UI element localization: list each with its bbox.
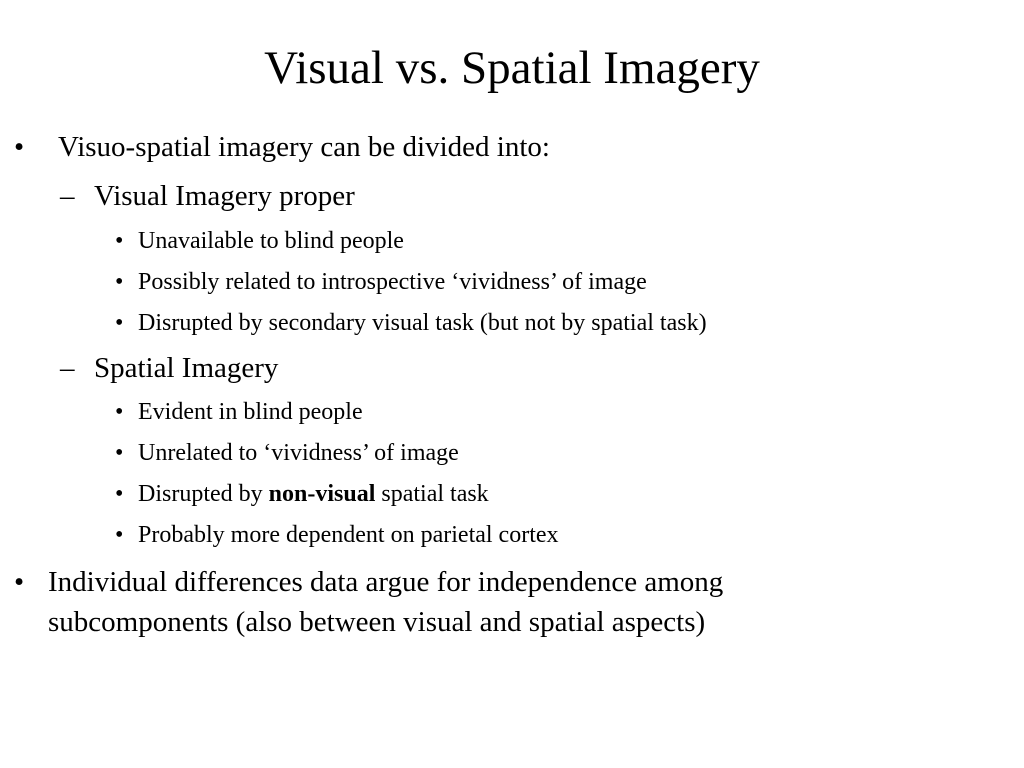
subitem-text: Spatial Imagery — [94, 352, 279, 384]
detail-text: Disrupted by secondary visual task (but … — [138, 310, 707, 336]
dash-marker: – — [60, 352, 75, 384]
detail-text: Unrelated to ‘vividness’ of image — [138, 440, 459, 466]
text-before: Disrupted by — [138, 481, 269, 507]
bullet-text-line-2: subcomponents (also between visual and s… — [48, 606, 706, 638]
bullet-marker: • — [115, 310, 124, 336]
detail-item: • Unrelated to ‘vividness’ of image — [115, 439, 995, 467]
bullet-item-visuo-spatial: • Visuo-spatial imagery can be divided i… — [14, 130, 994, 164]
bullet-marker: • — [14, 131, 25, 163]
dash-marker: – — [60, 180, 75, 212]
detail-text: Probably more dependent on parietal cort… — [138, 522, 559, 548]
bullet-marker: • — [115, 522, 124, 548]
bullet-marker: • — [115, 481, 124, 507]
slide-title: Visual vs. Spatial Imagery — [264, 42, 760, 94]
detail-text: Evident in blind people — [138, 399, 363, 425]
bullet-marker: • — [115, 228, 124, 254]
detail-item: • Evident in blind people — [115, 398, 995, 426]
text-after: spatial task — [375, 481, 489, 507]
subitem-text: Visual Imagery proper — [94, 180, 355, 212]
detail-item: • Probably more dependent on parietal co… — [115, 521, 995, 549]
detail-item: • Disrupted by secondary visual task (bu… — [115, 309, 995, 337]
detail-text: Unavailable to blind people — [138, 228, 404, 254]
detail-item: • Unavailable to blind people — [115, 227, 995, 255]
emphasis-text: non-visual — [268, 481, 376, 507]
bullet-marker: • — [115, 399, 124, 425]
bullet-marker: • — [115, 440, 124, 466]
bullet-text: Visuo-spatial imagery can be divided int… — [58, 131, 550, 163]
detail-text: Possibly related to introspective ‘vivid… — [138, 269, 647, 295]
subitem-visual-imagery: – Visual Imagery proper — [60, 179, 1000, 213]
detail-item: • Possibly related to introspective ‘viv… — [115, 268, 995, 296]
bullet-marker: • — [115, 269, 124, 295]
subitem-spatial-imagery: – Spatial Imagery — [60, 351, 1000, 385]
bullet-marker: • — [14, 566, 25, 598]
bullet-item-individual-differences: • Individual differences data argue for … — [14, 565, 1004, 645]
detail-text: Disrupted by non-visual spatial task — [138, 480, 489, 508]
bullet-text-line-1: Individual differences data argue for in… — [48, 566, 724, 598]
detail-item: • Disrupted by non-visual spatial task — [115, 480, 995, 508]
